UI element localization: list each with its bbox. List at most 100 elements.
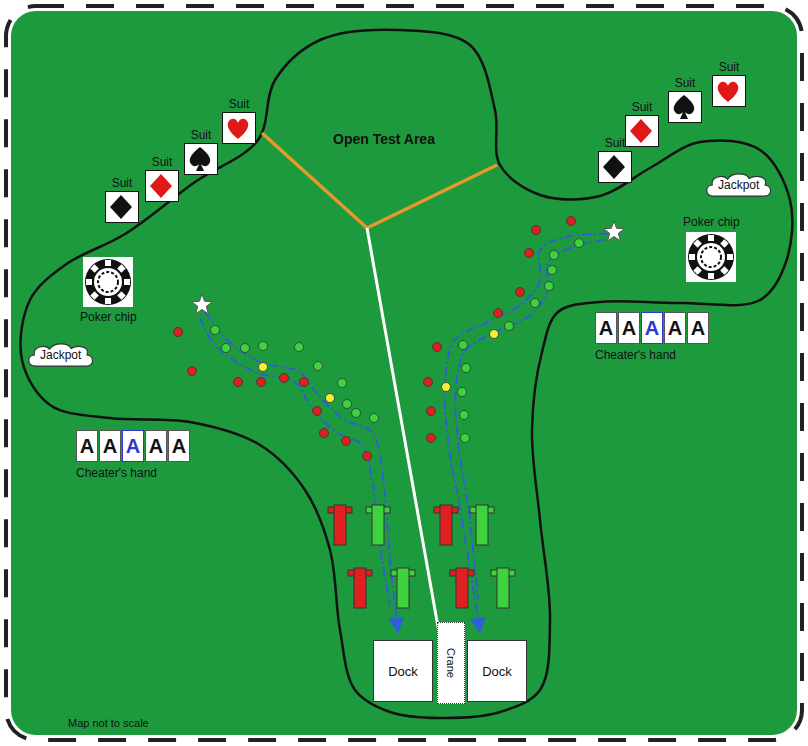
buoy — [241, 344, 250, 353]
buoy — [433, 343, 442, 352]
suit-label: Suit — [632, 100, 653, 114]
arena-border — [6, 6, 802, 740]
suit-label: Suit — [191, 128, 212, 142]
buoy — [222, 344, 231, 353]
suit-card: Suit — [184, 128, 218, 175]
playing-card: A — [687, 312, 709, 344]
playing-card: A — [99, 430, 121, 462]
buoy — [427, 407, 436, 416]
buoy — [343, 400, 352, 409]
boat-route — [444, 234, 608, 632]
card-letter: A — [126, 435, 140, 458]
start-star — [192, 294, 213, 314]
suit-symbol — [712, 75, 746, 107]
suit-card: Suit — [668, 76, 702, 123]
buoy — [427, 434, 436, 443]
suit-symbol — [145, 170, 179, 202]
playing-card: A — [168, 430, 190, 462]
suit-card: Suit — [145, 155, 179, 202]
dock-label: Dock — [388, 664, 418, 679]
suit-label: Suit — [675, 76, 696, 90]
card-letter: A — [599, 317, 613, 340]
poker-chip: Poker chip — [80, 256, 137, 326]
suit-symbol — [668, 91, 702, 123]
suit-label: Suit — [229, 97, 250, 111]
card-row: AAAAA — [595, 312, 709, 344]
playing-card: A — [595, 312, 617, 344]
cheaters-hand: AAAAACheater's hand — [76, 430, 190, 480]
crane-label: Crane — [445, 648, 457, 678]
divider-line — [367, 228, 440, 638]
test-area-boundary — [262, 133, 497, 228]
buoy — [460, 411, 469, 420]
suit-symbol — [625, 115, 659, 147]
area-label: Open Test Area — [333, 131, 435, 147]
gate-marker — [391, 568, 415, 608]
hand-label: Cheater's hand — [595, 348, 676, 362]
buoy — [494, 309, 503, 318]
gate-marker — [348, 568, 372, 608]
gate-marker — [491, 568, 515, 608]
card-letter: A — [691, 317, 705, 340]
lake-outline — [20, 30, 792, 718]
suit-symbol — [184, 143, 218, 175]
hand-label: Cheater's hand — [76, 466, 157, 480]
poker-chip: Poker chip — [683, 213, 740, 283]
buoy — [234, 378, 243, 387]
dock-box: Dock — [467, 640, 527, 702]
suit-card: Suit — [712, 60, 746, 107]
buoy — [424, 378, 433, 387]
buoy — [314, 362, 323, 371]
buoy — [211, 326, 220, 335]
buoy — [370, 414, 379, 423]
crane-box: Crane — [437, 622, 465, 704]
cheaters-hand: AAAAA Cheater's hand — [595, 312, 709, 362]
gate-marker — [434, 505, 458, 545]
buoy — [567, 217, 576, 226]
buoy — [313, 407, 322, 416]
suit-card: Suit — [222, 97, 256, 144]
buoy — [295, 343, 304, 352]
buoy — [532, 226, 541, 235]
arena-ground — [6, 6, 802, 740]
buoy — [300, 378, 309, 387]
chip-label: Poker chip — [80, 310, 137, 324]
buoy — [548, 266, 557, 275]
buoy — [461, 434, 470, 443]
gate-marker — [328, 505, 352, 545]
suit-label: Suit — [112, 176, 133, 190]
suit-symbol — [105, 191, 139, 223]
buoy — [516, 288, 525, 297]
jackpot-cloud: Jackpot — [26, 342, 95, 368]
gate-marker — [366, 505, 390, 545]
playing-card: A — [122, 430, 144, 462]
buoy — [459, 341, 468, 350]
buoy — [174, 328, 183, 337]
buoy — [259, 342, 268, 351]
suit-label: Suit — [719, 60, 740, 74]
suit-symbol — [598, 151, 632, 183]
boat-route — [200, 318, 390, 605]
boat-route — [455, 240, 604, 600]
buoy — [442, 383, 451, 392]
suit-symbol — [222, 112, 256, 144]
jackpot-label: Jackpot — [40, 348, 81, 362]
gate-marker — [450, 568, 474, 608]
chip-label: Poker chip — [683, 215, 740, 229]
buoy — [257, 378, 266, 387]
playing-card: A — [664, 312, 686, 344]
buoy — [490, 330, 499, 339]
buoy — [505, 322, 514, 331]
buoy — [352, 409, 361, 418]
playing-card: A — [641, 312, 663, 344]
suit-card: Suit — [625, 100, 659, 147]
buoy — [363, 452, 372, 461]
buoy — [320, 429, 329, 438]
card-letter: A — [172, 435, 186, 458]
buoy — [458, 388, 467, 397]
suit-label: Suit — [152, 155, 173, 169]
chip-icon — [685, 231, 737, 283]
card-letter: A — [80, 435, 94, 458]
gate-marker — [470, 505, 494, 545]
jackpot-cloud: Jackpot — [704, 172, 773, 198]
